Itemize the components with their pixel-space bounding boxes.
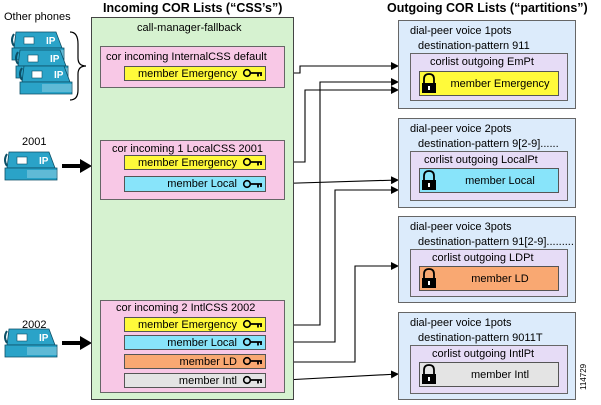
cor-member-emergency: member Emergency [124,317,266,332]
lock-icon [421,364,437,385]
partition-member-intl: member Intl [419,362,559,387]
cor-member-ld: member LD [124,354,266,369]
figure-id: 114729 [579,363,588,390]
connector-g3-ld [266,262,399,363]
ip-label: IP [39,333,49,344]
dial-peer-pattern: destination-pattern 9011T [418,332,543,344]
lock-icon [421,73,437,94]
outgoing-header: Outgoing COR Lists (“partitions”) [387,1,588,15]
lock-icon [421,268,437,289]
ip-label: IP [46,36,56,47]
corlist-title: corlist outgoing IntlPt [432,348,535,360]
corlist-title: corlist outgoing LocalPt [424,154,538,166]
cor-member-local: member Local [124,176,266,192]
incoming-header: Incoming COR Lists (“CSS’s”) [103,1,283,15]
phone-2002-label: 2002 [22,319,47,331]
dial-peer-title: dial-peer voice 1pots [410,25,512,37]
other-phones-brace [69,31,87,101]
ip-label: IP [54,70,64,81]
cor-group-title: cor incoming 2 IntlCSS 2002 [116,302,256,314]
dial-peer-pattern: destination-pattern 911 [418,40,530,52]
partition-member-emergency: member Emergency [419,71,559,96]
phone-2001-label: 2001 [22,136,47,148]
corlist-title: corlist outgoing EmPt [430,56,534,68]
corlist-title: corlist outgoing LDPt [432,252,534,264]
incoming-panel-title: call-manager-fallback [137,22,242,34]
partition-member-ld: member LD [419,266,559,291]
connector-g3-local [266,186,399,343]
cor-member-emergency: member Emergency [124,66,266,81]
other-phones-label: Other phones [4,11,71,23]
dial-peer-title: dial-peer voice 1pots [410,317,512,329]
cor-member-emergency: member Emergency [124,155,266,170]
lock-icon [421,170,437,191]
dial-peer-title: dial-peer voice 3pots [410,221,512,233]
dial-peer-pattern: destination-pattern 9[2-9]...... [418,138,559,150]
ip-label: IP [50,54,60,65]
cor-member-local: member Local [124,335,266,350]
dial-peer-title: dial-peer voice 2pots [410,123,512,135]
ip-label: IP [39,156,49,167]
cor-group-title: cor incoming 1 LocalCSS 2001 [112,143,264,155]
cor-member-intl: member Intl [124,373,266,388]
cor-group-title: cor incoming InternalCSS default [106,51,267,63]
partition-member-local: member Local [419,168,559,193]
dial-peer-pattern: destination-pattern 91[2-9]......... [418,236,574,248]
